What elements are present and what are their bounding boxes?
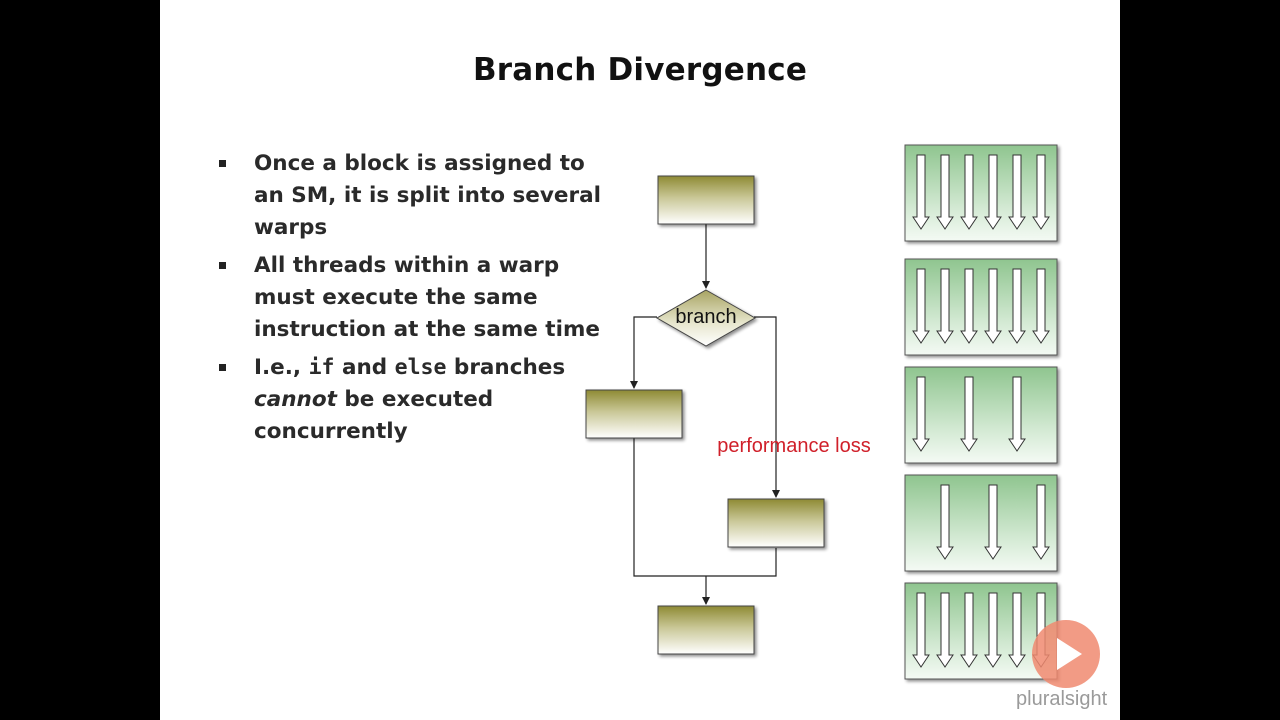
code-if: if	[308, 355, 335, 380]
slide-title: Branch Divergence	[472, 52, 808, 88]
warp-panel	[904, 258, 1058, 356]
bullet-marker	[219, 364, 226, 371]
bullet-text-mid: and	[334, 355, 395, 380]
thread-arrow-icon	[960, 592, 978, 668]
bullet-text-mid2: branches	[446, 355, 566, 380]
thread-arrow-icon	[912, 592, 930, 668]
bullet-text: Once a block is assigned to an SM, it is…	[254, 151, 601, 240]
thread-arrow-icon	[912, 376, 930, 452]
warp-panel	[904, 144, 1058, 242]
thread-arrow-icon	[984, 484, 1002, 560]
thread-arrow-icon	[960, 376, 978, 452]
thread-arrow-icon	[912, 154, 930, 230]
performance-loss-label: performance loss	[717, 435, 870, 457]
if-box	[585, 389, 683, 439]
branch-divergence-diagram: branch performance loss	[585, 144, 1058, 680]
bullet-text-prefix: I.e.,	[254, 355, 309, 380]
bullet-item: I.e., if and else branches cannot be exe…	[216, 352, 616, 448]
else-box	[727, 498, 825, 548]
thread-arrow-icon	[984, 154, 1002, 230]
code-else: else	[394, 355, 447, 380]
thread-arrow-icon	[984, 592, 1002, 668]
bullet-text: All threads within a warp must execute t…	[254, 253, 600, 342]
flow-connectors	[630, 224, 780, 605]
thread-arrow-icon	[936, 154, 954, 230]
bullet-list: Once a block is assigned to an SM, it is…	[216, 148, 616, 454]
warp-panel	[904, 474, 1058, 572]
branch-label: branch	[675, 306, 736, 328]
thread-arrow-icon	[960, 154, 978, 230]
bullet-marker	[219, 262, 226, 269]
pluralsight-logo: pluralsight	[1016, 688, 1108, 710]
thread-arrow-icon	[912, 268, 930, 344]
thread-arrow-icon	[1008, 268, 1026, 344]
thread-arrow-icon	[1008, 592, 1026, 668]
end-box	[657, 605, 755, 655]
thread-arrow-icon	[1032, 154, 1050, 230]
slide: Branch Divergence Once a block is assign…	[160, 0, 1120, 720]
thread-arrow-icon	[936, 592, 954, 668]
warp-panel	[904, 582, 1058, 680]
bullet-item: All threads within a warp must execute t…	[216, 250, 616, 346]
start-box	[657, 175, 755, 225]
thread-arrow-icon	[984, 268, 1002, 344]
thread-arrow-icon	[1008, 154, 1026, 230]
thread-arrow-icon	[936, 268, 954, 344]
thread-arrow-icon	[936, 484, 954, 560]
bullet-text-suffix: be executed concurrently	[254, 387, 494, 444]
thread-arrow-icon	[960, 268, 978, 344]
connector-merge	[633, 438, 777, 577]
thread-arrow-icon	[1032, 268, 1050, 344]
warp-panel	[904, 366, 1058, 464]
bullet-marker	[219, 160, 226, 167]
bullet-item: Once a block is assigned to an SM, it is…	[216, 148, 616, 244]
thread-arrow-icon	[1008, 376, 1026, 452]
connector-branch-to-else	[754, 316, 780, 498]
warp-panels	[904, 144, 1058, 680]
connector-branch-to-if	[630, 316, 657, 389]
thread-arrow-icon	[1032, 484, 1050, 560]
branch-diamond	[655, 289, 757, 347]
play-icon	[1032, 620, 1100, 688]
bullet-emphasis: cannot	[254, 387, 337, 412]
